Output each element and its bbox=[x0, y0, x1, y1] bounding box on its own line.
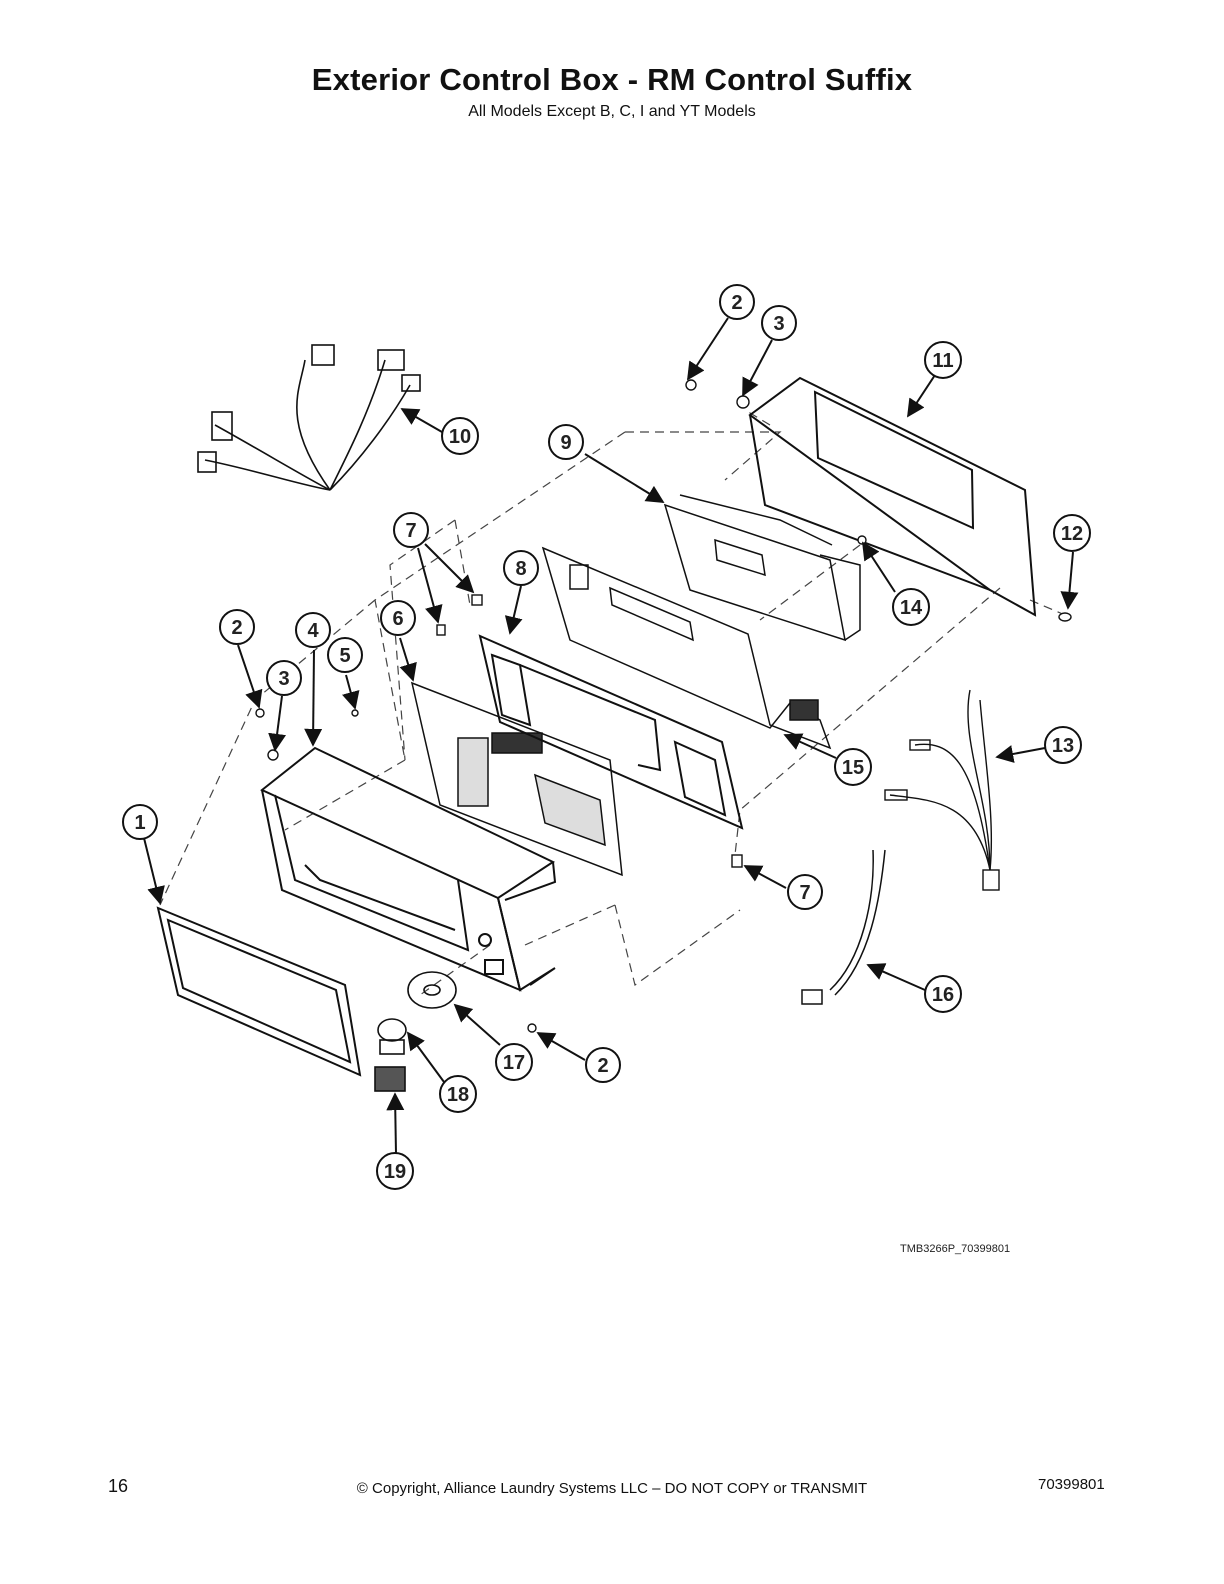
part-switch-components bbox=[374, 971, 457, 1092]
svg-text:2: 2 bbox=[231, 617, 242, 639]
part-wire-harness bbox=[197, 344, 421, 491]
callout-6: 6 bbox=[380, 600, 416, 636]
part-wire-harness-right bbox=[884, 689, 1000, 891]
part-overlay-panel bbox=[410, 681, 623, 877]
callout-5: 5 bbox=[327, 637, 363, 673]
callout-4: 4 bbox=[295, 612, 331, 648]
part-control-housing bbox=[260, 746, 557, 992]
copyright-notice: © Copyright, Alliance Laundry Systems LL… bbox=[356, 1480, 868, 1497]
svg-text:6: 6 bbox=[392, 608, 403, 630]
callout-2: 2 bbox=[219, 609, 255, 645]
page-subtitle: All Models Except B, C, I and YT Models bbox=[468, 103, 756, 120]
diagram-reference-code: TMB3266P_70399801 bbox=[900, 1243, 1011, 1255]
part-mounting-bracket bbox=[478, 634, 744, 830]
callout-3: 3 bbox=[266, 660, 302, 696]
svg-text:8: 8 bbox=[515, 558, 526, 580]
page-title: Exterior Control Box - RM Control Suffix bbox=[311, 62, 913, 97]
part-keypad-membrane bbox=[541, 546, 832, 750]
svg-text:2: 2 bbox=[731, 292, 742, 314]
callout-2: 2 bbox=[719, 284, 755, 320]
callout-9: 9 bbox=[548, 424, 584, 460]
svg-text:7: 7 bbox=[799, 882, 810, 904]
callout-3: 3 bbox=[761, 305, 797, 341]
svg-text:9: 9 bbox=[560, 432, 571, 454]
svg-text:11: 11 bbox=[932, 350, 953, 372]
callout-12: 12 bbox=[1053, 514, 1091, 552]
svg-text:5: 5 bbox=[339, 645, 350, 667]
dashed-assembly-lines bbox=[159, 409, 1066, 996]
svg-text:13: 13 bbox=[1052, 735, 1074, 757]
svg-text:16: 16 bbox=[932, 984, 954, 1006]
svg-text:4: 4 bbox=[307, 620, 319, 642]
callout-15: 15 bbox=[834, 748, 872, 786]
callout-1: 1 bbox=[122, 804, 158, 840]
svg-text:1: 1 bbox=[134, 812, 145, 834]
leader-arrows bbox=[143, 317, 1079, 1155]
svg-text:14: 14 bbox=[900, 597, 923, 619]
callout-7: 7 bbox=[393, 512, 429, 548]
svg-text:17: 17 bbox=[503, 1052, 525, 1074]
svg-text:2: 2 bbox=[597, 1055, 608, 1077]
callout-16: 16 bbox=[924, 975, 962, 1013]
part-back-panel bbox=[748, 376, 1037, 617]
fasteners bbox=[255, 379, 1072, 1033]
callout-7: 7 bbox=[787, 874, 823, 910]
document-number: 70399801 bbox=[1038, 1476, 1105, 1493]
callout-13: 13 bbox=[1044, 726, 1082, 764]
svg-text:15: 15 bbox=[842, 757, 864, 779]
svg-text:18: 18 bbox=[447, 1084, 469, 1106]
part-wire-lead bbox=[801, 849, 886, 1005]
svg-text:12: 12 bbox=[1061, 523, 1083, 545]
page-number: 16 bbox=[108, 1476, 129, 1496]
callout-2: 2 bbox=[585, 1047, 621, 1083]
svg-text:3: 3 bbox=[773, 313, 784, 335]
callout-10: 10 bbox=[441, 417, 479, 455]
callout-19: 19 bbox=[376, 1152, 414, 1190]
callout-8: 8 bbox=[503, 550, 539, 586]
svg-text:10: 10 bbox=[449, 426, 471, 448]
part-bezel-frame bbox=[156, 906, 362, 1077]
part-control-board bbox=[663, 494, 861, 642]
callout-11: 11 bbox=[924, 341, 962, 379]
callout-18: 18 bbox=[439, 1075, 477, 1113]
callouts: 1 2 3 4 5 6 7 8 9 10 2 3 11 12 13 14 15 … bbox=[122, 284, 1091, 1190]
callout-14: 14 bbox=[892, 588, 930, 626]
svg-text:7: 7 bbox=[405, 520, 416, 542]
svg-text:19: 19 bbox=[384, 1161, 406, 1183]
callout-17: 17 bbox=[495, 1043, 533, 1081]
svg-text:3: 3 bbox=[278, 668, 289, 690]
